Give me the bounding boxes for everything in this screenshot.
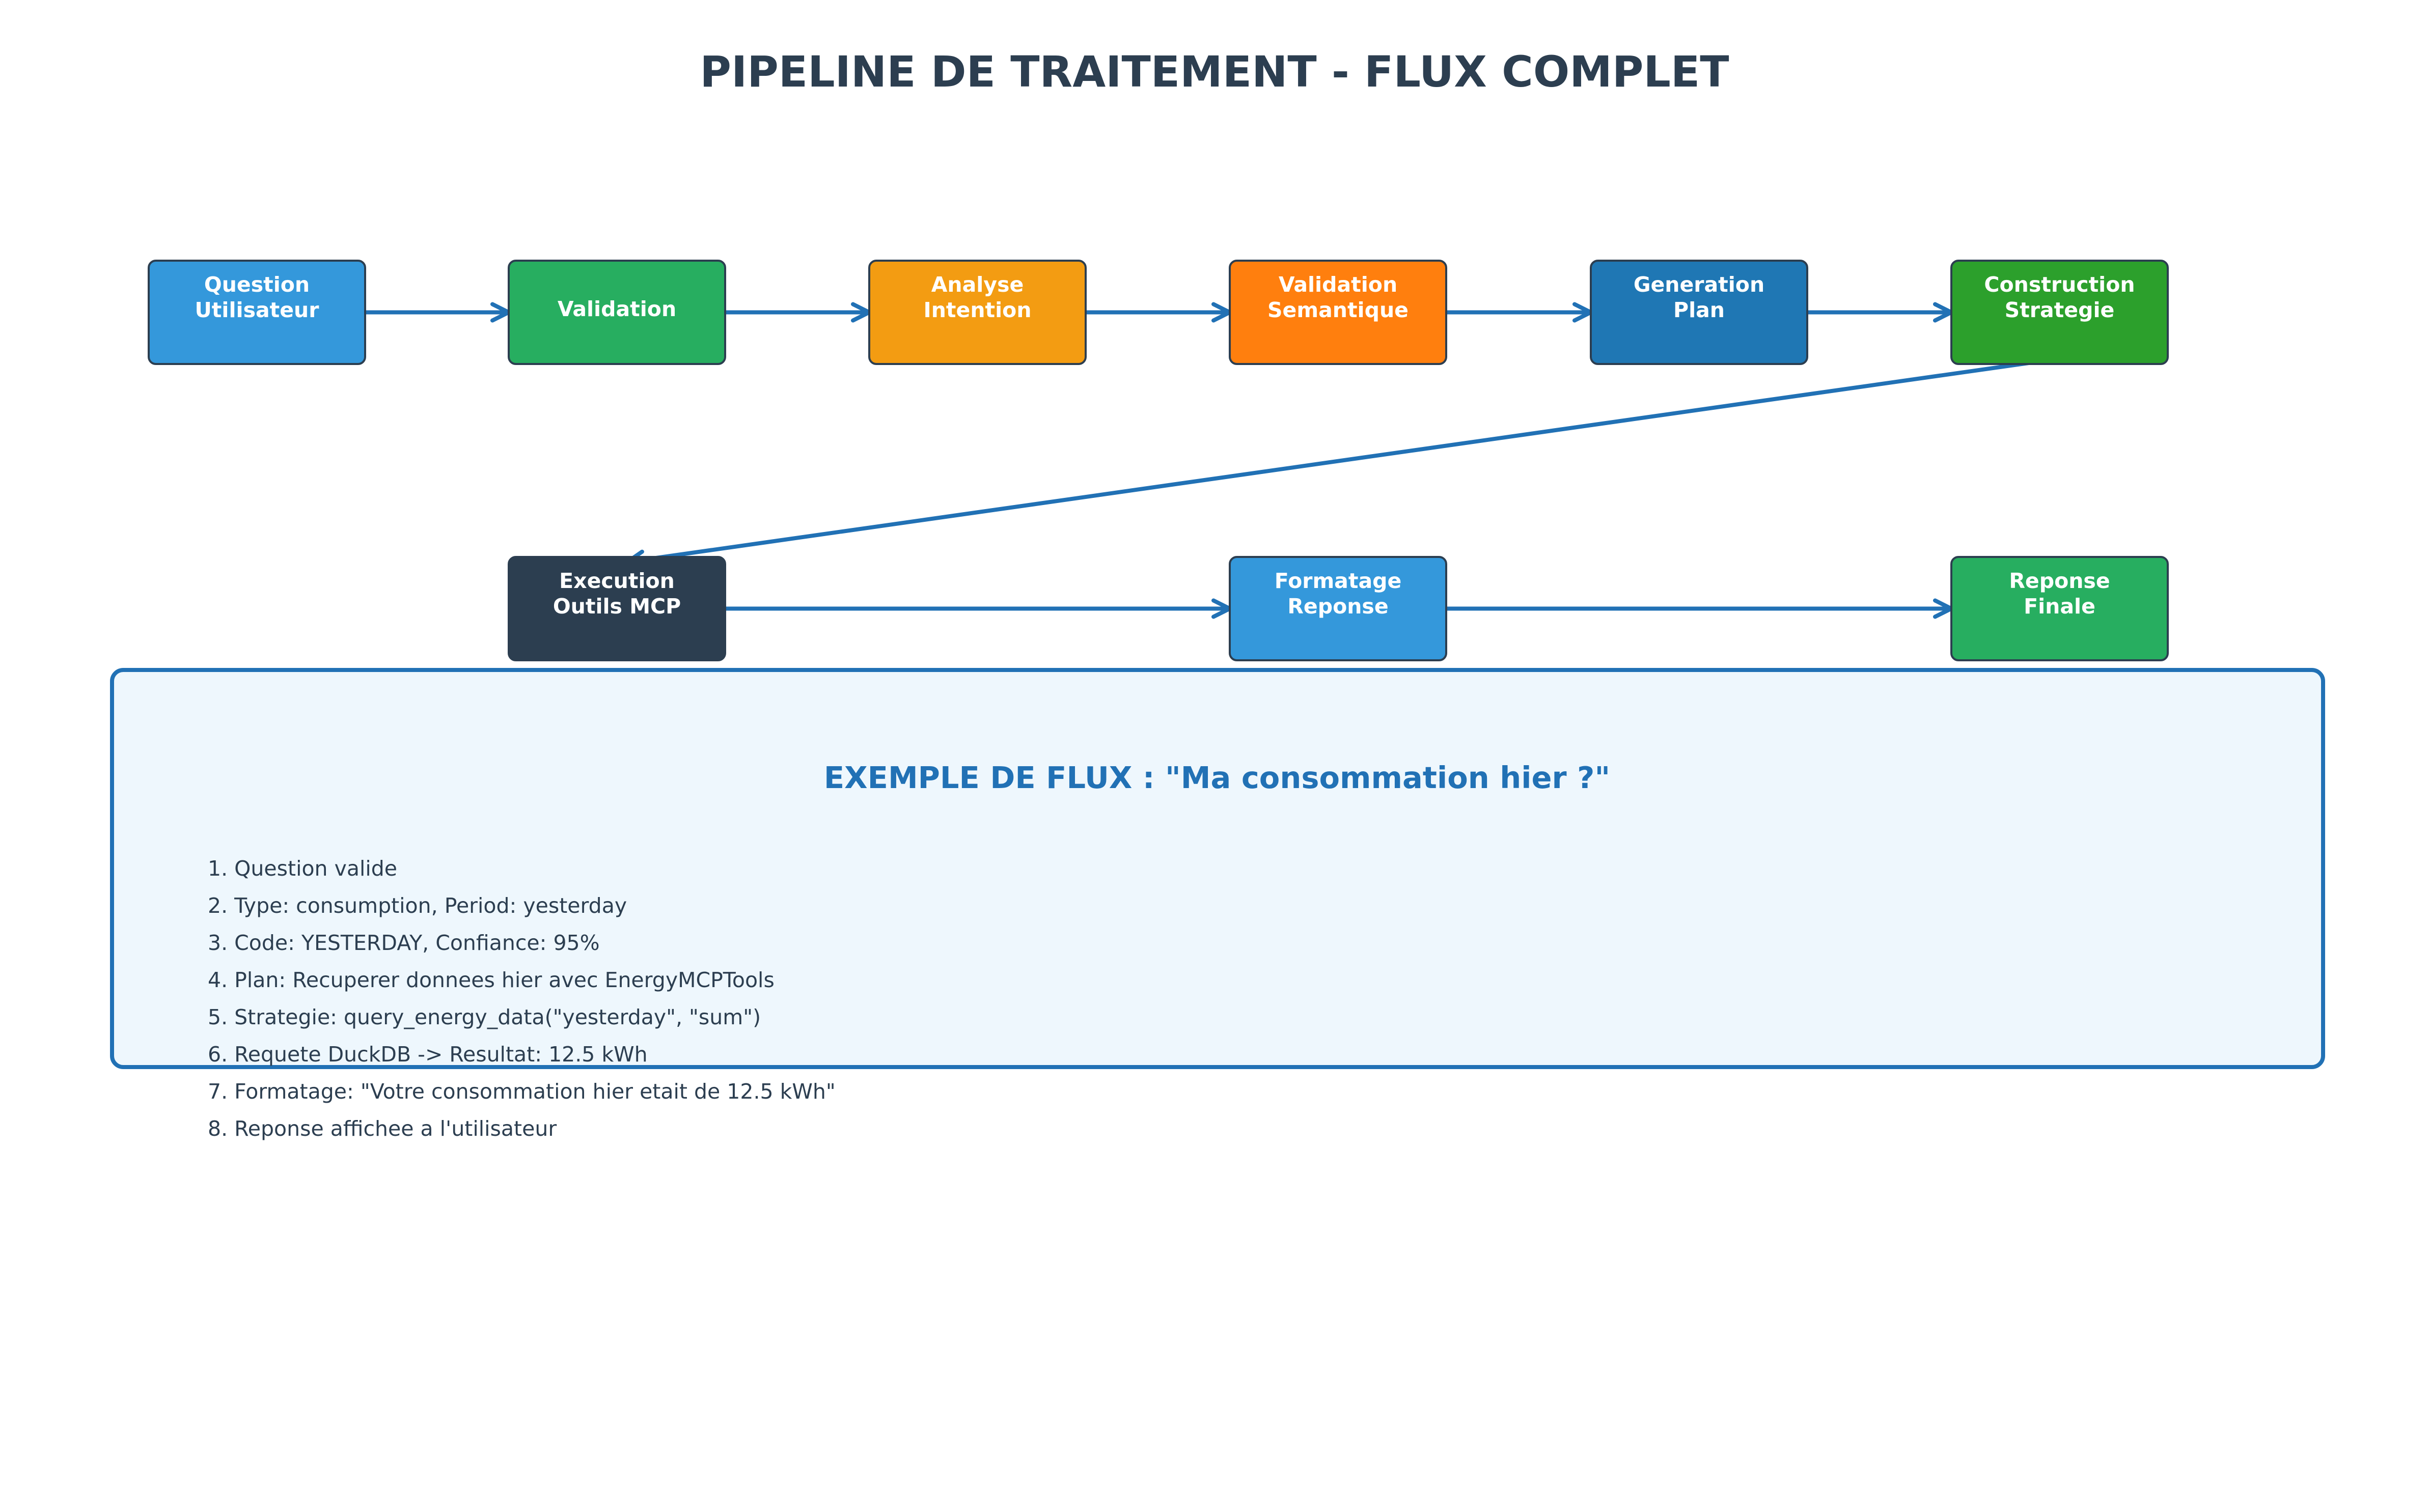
node-label: Reponse <box>2009 569 2110 593</box>
node-label: Intention <box>923 298 1031 322</box>
example-step: 6. Requete DuckDB -> Resultat: 12.5 kWh <box>208 1042 648 1067</box>
node-box <box>508 260 726 365</box>
node-box <box>1229 260 1447 365</box>
example-step: 3. Code: YESTERDAY, Confiance: 95% <box>208 931 600 955</box>
example-step: 2. Type: consumption, Period: yesterday <box>208 893 627 918</box>
example-title: EXEMPLE DE FLUX : "Ma consommation hier … <box>824 760 1610 795</box>
node-label: Utilisateur <box>195 298 320 322</box>
node-label: Construction <box>1984 272 2135 297</box>
node-label: Strategie <box>2005 298 2115 322</box>
node-box <box>148 260 366 365</box>
example-step: 4. Plan: Recuperer donnees hier avec Ene… <box>208 968 775 992</box>
node-box <box>868 260 1087 365</box>
example-steps: 1. Question valide 2. Type: consumption, … <box>208 856 836 1141</box>
example-step: 1. Question valide <box>208 856 397 881</box>
node-label: Question <box>204 272 310 297</box>
example-step: 8. Reponse affichee a l'utilisateur <box>208 1116 557 1141</box>
node-box <box>508 556 726 661</box>
node-box <box>1229 556 1447 661</box>
example-panel <box>110 668 2325 1069</box>
node-label: Validation <box>558 297 676 321</box>
example-step: 5. Strategie: query_energy_data("yesterd… <box>208 1005 761 1029</box>
node-label: Validation <box>1279 272 1397 297</box>
node-label: Formatage <box>1275 569 1402 593</box>
node-box <box>1590 260 1808 365</box>
node-label: Analyse <box>931 272 1024 297</box>
example-step: 7. Formatage: "Votre consommation hier e… <box>208 1079 836 1104</box>
edges <box>365 302 2065 619</box>
node-label: Execution <box>559 569 675 593</box>
node-label: Semantique <box>1267 298 1409 322</box>
node-validation: Validation <box>508 260 726 365</box>
node-label: Generation <box>1634 272 1764 297</box>
node-label: Reponse <box>1287 594 1388 619</box>
node-label: Finale <box>2024 594 2095 619</box>
edge-strategie-to-execution <box>625 356 2065 570</box>
diagram-title: PIPELINE DE TRAITEMENT - FLUX COMPLET <box>700 47 1729 97</box>
node-box <box>1950 260 2169 365</box>
node-box <box>1950 556 2169 661</box>
node-label: Outils MCP <box>553 594 681 619</box>
node-label: Plan <box>1673 298 1725 322</box>
